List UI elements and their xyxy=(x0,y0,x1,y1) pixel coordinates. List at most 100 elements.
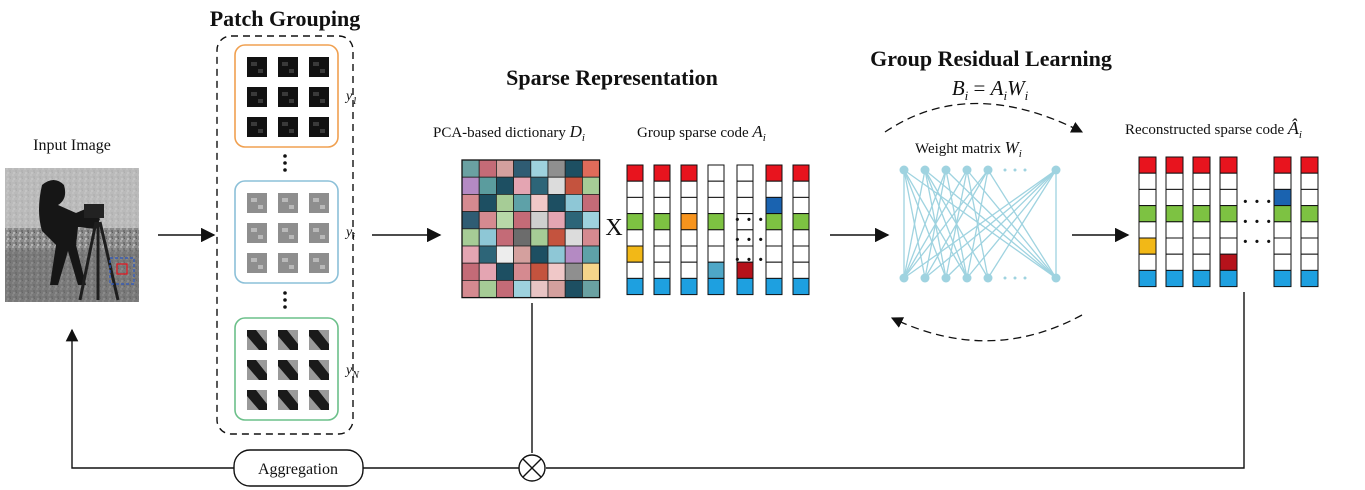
code-cell xyxy=(1192,269,1211,288)
code-cell xyxy=(1273,172,1292,190)
code-cell xyxy=(1273,188,1292,207)
code-cell xyxy=(792,196,810,215)
code-cell xyxy=(736,164,754,182)
code-cell xyxy=(707,229,725,247)
dictionary-cell xyxy=(564,262,583,281)
dictionary-cell xyxy=(495,211,514,230)
dictionary-cell xyxy=(582,193,601,212)
image-patch xyxy=(247,117,267,137)
dictionary-cell xyxy=(461,176,480,195)
network-ellipsis-dot xyxy=(1003,168,1007,172)
patch-texture xyxy=(258,205,263,209)
svg-text:· · ·: · · · xyxy=(734,229,764,251)
image-patch xyxy=(309,253,329,273)
image-patch xyxy=(247,57,267,77)
image-patch xyxy=(247,193,267,213)
code-cell xyxy=(707,196,725,215)
input-image-label: Input Image xyxy=(33,137,111,154)
code-cell xyxy=(1273,253,1292,271)
patch-group-y1 xyxy=(234,44,339,148)
code-cell xyxy=(736,277,754,296)
dictionary-cell xyxy=(530,279,549,298)
network-node xyxy=(920,273,930,283)
patch-texture xyxy=(258,235,263,239)
code-cell xyxy=(1138,253,1157,271)
code-cell xyxy=(1219,205,1238,223)
network-edge xyxy=(924,169,968,279)
code-cell xyxy=(1219,156,1238,174)
network-node xyxy=(1051,273,1061,283)
dictionary-cell xyxy=(513,228,532,247)
dictionary-cell xyxy=(495,279,514,298)
code-cell xyxy=(1165,253,1184,271)
patch-texture xyxy=(309,390,329,410)
code-cell xyxy=(792,261,810,279)
network-node xyxy=(962,273,972,283)
image-patch xyxy=(247,223,267,243)
patch-texture xyxy=(258,99,263,103)
dictionary-cell xyxy=(530,193,549,212)
dictionary-cell xyxy=(547,262,566,281)
dictionary-cell xyxy=(530,159,549,178)
code-cell xyxy=(1138,172,1157,190)
code-cell xyxy=(1165,156,1184,174)
code-cell xyxy=(707,245,725,263)
patch-texture xyxy=(282,258,288,262)
weight-matrix-label: Weight matrix Wi xyxy=(915,138,1022,160)
group-y1-frame xyxy=(234,44,339,148)
code-cell xyxy=(792,245,810,263)
dictionary-cell xyxy=(530,245,549,264)
code-cell xyxy=(680,180,698,198)
code-cell xyxy=(1138,205,1157,223)
dictionary-cell xyxy=(513,176,532,195)
network-edge xyxy=(924,169,989,279)
patch-texture xyxy=(309,360,329,380)
image-patch xyxy=(278,253,298,273)
patch-texture xyxy=(247,330,267,350)
image-patch xyxy=(309,87,329,107)
dictionary-cell xyxy=(564,193,583,212)
network-ellipsis-dot xyxy=(1013,276,1017,280)
dictionary-cell xyxy=(478,279,497,298)
image-patch xyxy=(278,193,298,213)
image-patch xyxy=(247,253,267,273)
patch-texture xyxy=(282,122,288,126)
network-edge xyxy=(945,169,1057,279)
patch-group-yn xyxy=(234,317,339,421)
code-cell xyxy=(1165,172,1184,190)
patch-texture xyxy=(251,228,257,232)
code-cell xyxy=(680,164,698,182)
dictionary-matrix xyxy=(461,159,601,299)
patch-texture xyxy=(251,122,257,126)
dictionary-cell xyxy=(530,211,549,230)
reconstructed-sparse-code xyxy=(1138,156,1319,288)
patch-texture xyxy=(320,69,325,73)
code-cell xyxy=(1273,237,1292,255)
patch-texture xyxy=(251,198,257,202)
dictionary-cell xyxy=(564,228,583,247)
code-cell xyxy=(653,180,671,198)
code-cell xyxy=(736,180,754,198)
dictionary-cell xyxy=(582,176,601,195)
dictionary-cell xyxy=(530,262,549,281)
code-cell xyxy=(653,245,671,263)
patch-texture xyxy=(282,62,288,66)
code-cell xyxy=(1165,188,1184,207)
code-cell xyxy=(1165,269,1184,288)
code-cell xyxy=(765,196,783,215)
code-cell xyxy=(653,277,671,296)
network-edge xyxy=(987,169,1057,279)
patch-texture xyxy=(278,360,298,380)
patch-texture xyxy=(247,390,267,410)
network-node xyxy=(983,273,993,283)
dictionary-cell xyxy=(461,193,480,212)
sparse-representation-title: Sparse Representation xyxy=(506,65,718,90)
code-cell xyxy=(1165,237,1184,255)
group-yi-label: yi xyxy=(344,225,355,243)
code-cell xyxy=(1273,205,1292,223)
weight-network xyxy=(899,165,1061,283)
code-cell xyxy=(765,164,783,182)
dictionary-cell xyxy=(513,193,532,212)
network-edge xyxy=(966,169,1057,279)
